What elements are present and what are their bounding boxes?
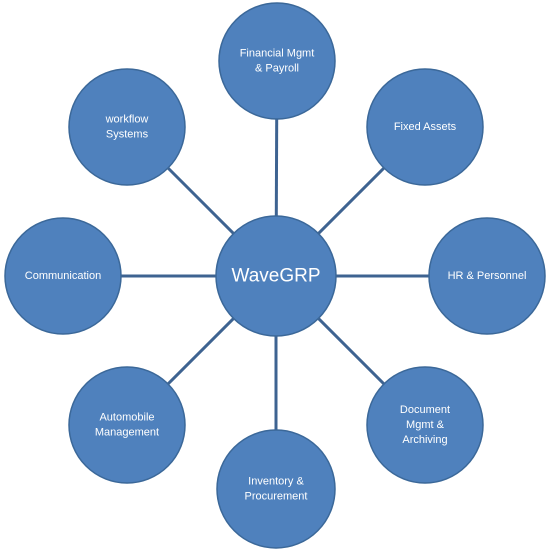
node-circle [366, 366, 484, 484]
node-workflow-label-line: Systems [106, 129, 149, 141]
node-workflow-label-line: workflow [105, 114, 149, 126]
connector-workflow [166, 166, 235, 235]
node-circle [218, 2, 336, 120]
node-fixed-assets: Fixed Assets [366, 68, 484, 186]
center-label-line: WaveGRP [231, 266, 320, 287]
node-inventory-label-line: Procurement [245, 491, 308, 503]
node-document-label-line: Document [400, 404, 450, 416]
connector-automobile [166, 317, 235, 386]
node-circle [216, 429, 336, 549]
node-financial-label-line: Financial Mgmt [240, 48, 315, 60]
center-node: WaveGRP [215, 215, 337, 337]
node-document-label-line: Mgmt & [406, 419, 445, 431]
node-circle [4, 217, 122, 335]
connectors [121, 118, 429, 430]
connector-fixed-assets [317, 166, 386, 235]
node-communication: Communication [4, 217, 122, 335]
node-communication-label-line: Communication [25, 270, 101, 282]
node-automobile-label-line: Automobile [99, 412, 154, 424]
center-circle [215, 215, 337, 337]
node-financial-label-line: & Payroll [255, 63, 299, 75]
node-inventory: Inventory & Procurement [216, 429, 336, 549]
node-circle [366, 68, 484, 186]
node-fixed-assets-label-line: Fixed Assets [394, 121, 457, 133]
node-financial: Financial Mgmt & Payroll [218, 2, 336, 120]
node-document-label-line: Archiving [402, 434, 447, 446]
node-circle [68, 366, 186, 484]
connector-document [317, 317, 386, 386]
node-automobile-label-line: Management [95, 427, 159, 439]
node-circle [68, 68, 186, 186]
node-hr: HR & Personnel [428, 217, 546, 335]
node-hr-label-line: HR & Personnel [448, 270, 527, 282]
node-circle [428, 217, 546, 335]
node-inventory-label-line: Inventory & [248, 476, 304, 488]
